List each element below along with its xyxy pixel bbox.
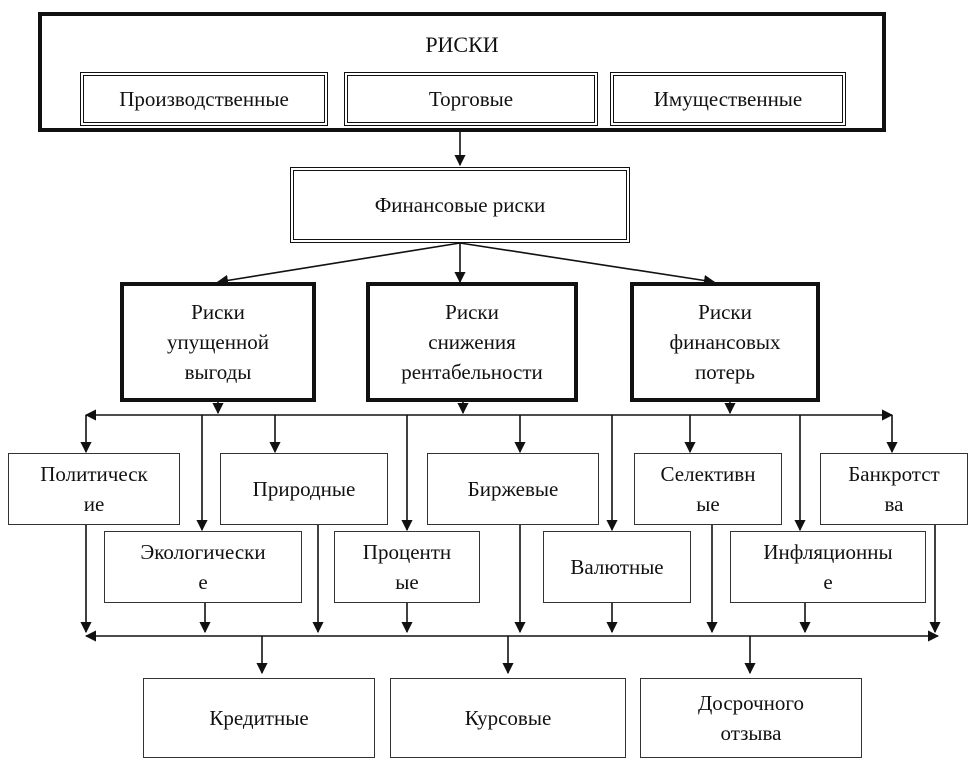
node-profitability-decline: Риски снижения рентабельности: [366, 282, 578, 402]
node-credit: Кредитные: [143, 678, 375, 758]
node-natural: Природные: [220, 453, 388, 525]
node-bankruptcy: Банкротст ва: [820, 453, 968, 525]
edge-fin-lost-profit: [216, 242, 461, 286]
node-political: Политическ ие: [8, 453, 180, 525]
node-property: Имущественные: [610, 72, 846, 126]
edge-fin-losses: [459, 242, 716, 287]
node-financial-risks: Финансовые риски: [290, 167, 630, 243]
root-title: РИСКИ: [425, 32, 499, 57]
node-currency: Валютные: [543, 531, 691, 603]
node-interest: Процентн ые: [334, 531, 480, 603]
node-ecological: Экологически е: [104, 531, 302, 603]
node-inflation: Инфляционны е: [730, 531, 926, 603]
node-lost-profit: Риски упущенной выгоды: [120, 282, 316, 402]
node-production: Производственные: [80, 72, 328, 126]
node-course: Курсовые: [390, 678, 626, 758]
node-trade: Торговые: [344, 72, 598, 126]
node-early-withdrawal: Досрочного отзыва: [640, 678, 862, 758]
node-financial-losses: Риски финансовых потерь: [630, 282, 820, 402]
node-selective: Селективн ые: [634, 453, 782, 525]
node-exchange: Биржевые: [427, 453, 599, 525]
